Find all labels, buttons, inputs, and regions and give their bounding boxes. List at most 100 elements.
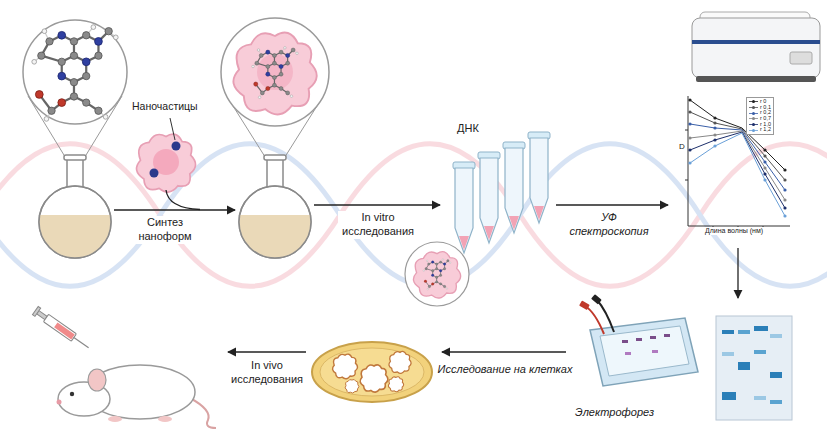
legend-sample-marker <box>752 112 755 115</box>
legend-sample <box>749 99 758 104</box>
electrophoresis-apparatus-part-part <box>622 340 628 343</box>
dna-tubes-part <box>503 142 525 233</box>
dna-tubes-part-part <box>509 216 519 230</box>
dna-tubes-part <box>528 132 550 223</box>
electrophoresis-apparatus-part <box>590 318 698 386</box>
dna-tubes-part-part <box>455 168 473 253</box>
nanoparticle-icon-part <box>170 118 175 140</box>
uv-spectrum-chart <box>685 96 790 229</box>
mouse-with-syringe-part <box>32 306 91 351</box>
uv-spectrum-chart-part-part <box>688 136 691 139</box>
chart-legend: r 0r 0,1r 0,2r 0,7r 1,0r 1,2 <box>746 97 774 135</box>
electrophoresis-apparatus <box>579 294 698 386</box>
electrophoresis-node: Электрофорез <box>548 298 800 430</box>
uv-spectrum-chart-part-part <box>688 161 691 164</box>
legend-sample <box>749 111 758 116</box>
petri-dish-part <box>312 342 432 402</box>
dna-tubes-part <box>478 152 500 243</box>
gel-image-part <box>738 362 750 370</box>
arrow-label: Синтез наноформ <box>128 216 202 244</box>
gel-image-part <box>754 396 766 400</box>
electrophoresis-apparatus-part <box>585 306 604 334</box>
petri-dish-part <box>345 379 359 393</box>
dna-tubes-part-part <box>530 138 548 223</box>
dna-tubes-part <box>423 259 451 290</box>
mouse-with-syringe-part <box>190 398 216 428</box>
electrophoresis-apparatus-part-part <box>625 352 631 355</box>
mouse-with-syringe-part-part <box>32 306 40 316</box>
uv-spectrum-chart-part-part <box>763 178 766 181</box>
legend-sample-line <box>749 124 758 125</box>
arrow-label: УФ спектроскопия <box>566 211 652 239</box>
flask-with-molecule-part <box>32 25 118 121</box>
dna-tubes-part <box>413 252 460 298</box>
mouse-with-syringe <box>32 306 216 428</box>
label-area: In vivo исследования <box>228 359 306 387</box>
flask-with-nanoform-part <box>264 155 286 160</box>
dna-tubes-node: ДНК <box>448 118 554 258</box>
uv-spectrum-chart-part-part <box>690 132 785 208</box>
nanoparticle-node: Наночастицы <box>128 98 212 198</box>
dna-tubes-part-part <box>505 148 523 233</box>
dna-tubes-part-part <box>459 236 469 250</box>
flask-with-molecule-part <box>64 155 86 160</box>
uv-spectrum-chart-part-part <box>713 133 716 136</box>
spectrophotometer-part <box>696 76 816 82</box>
dna-tubes-part <box>453 162 475 253</box>
mouse-with-syringe-part <box>108 416 122 422</box>
legend-sample <box>749 105 758 110</box>
gel-image-part <box>722 330 734 334</box>
flask-with-nanoform-part <box>239 186 311 258</box>
petri-dish-part <box>389 351 411 373</box>
flask-with-molecule-part <box>39 186 111 258</box>
gel-image-part <box>716 316 792 420</box>
legend-sample-marker <box>752 106 755 109</box>
legend-sample-line <box>749 101 758 102</box>
legend-sample <box>749 116 758 121</box>
nanoparticle-icon <box>137 118 196 192</box>
arrow-label: In vivo исследования <box>228 359 306 387</box>
uv-spectrum-chart-part-part <box>713 116 716 119</box>
gel-image <box>716 316 792 420</box>
legend-sample-marker <box>752 117 755 120</box>
gel-image-part <box>722 352 734 356</box>
dna-tubes-part-part <box>480 158 498 243</box>
process-arrows-part <box>442 351 566 352</box>
uv-spectrum-chart-part-part <box>783 206 786 209</box>
uv-spectrum-chart-part-part <box>713 121 716 124</box>
uv-spectrum-chart-part-part <box>713 138 716 141</box>
electrophoresis-apparatus-part <box>579 300 590 310</box>
uv-spectrum-chart-part-part <box>763 172 766 175</box>
flask-with-nanoform-part <box>252 47 299 99</box>
legend-sample <box>749 128 758 133</box>
electrophoresis-apparatus-part-part <box>652 350 658 353</box>
dna-tubes-part-part <box>534 206 544 220</box>
legend-text: r 1,2 <box>760 127 771 133</box>
uv-spectrum-chart-part-part <box>763 166 766 169</box>
electrophoresis-apparatus-part-part <box>650 336 656 339</box>
petri-dish-part <box>388 377 403 392</box>
legend-sample-marker <box>752 123 755 126</box>
nanoparticle-icon-part <box>137 134 196 192</box>
gel-image-part <box>770 372 782 378</box>
flask-with-nanoform <box>221 18 329 258</box>
uv-spectrum-chart-part-part <box>763 148 766 151</box>
uv-spectrum-chart-part-part <box>688 148 691 151</box>
mouse-with-syringe-part <box>158 416 172 422</box>
axis-label: Длина волны (нм) <box>704 227 764 235</box>
dna-tubes-part <box>405 242 469 306</box>
petri-dish-part <box>333 354 358 379</box>
electrophoresis-apparatus-part <box>622 334 670 343</box>
mouse-with-syringe-part <box>70 392 74 396</box>
uv-spectrum-chart-part-part <box>783 214 786 217</box>
uv-spectrum-chart-part <box>690 100 785 216</box>
arrow-label: In vitro исследования <box>338 211 418 239</box>
gel-image-part <box>738 330 750 334</box>
electrophoresis-apparatus-part-part <box>636 338 642 341</box>
mouse-with-syringe-part <box>88 369 106 391</box>
node-label: ДНК <box>456 122 480 135</box>
dna-tubes <box>405 132 550 306</box>
gel-image-part <box>770 400 782 404</box>
node-label: Наночастицы <box>131 100 199 112</box>
